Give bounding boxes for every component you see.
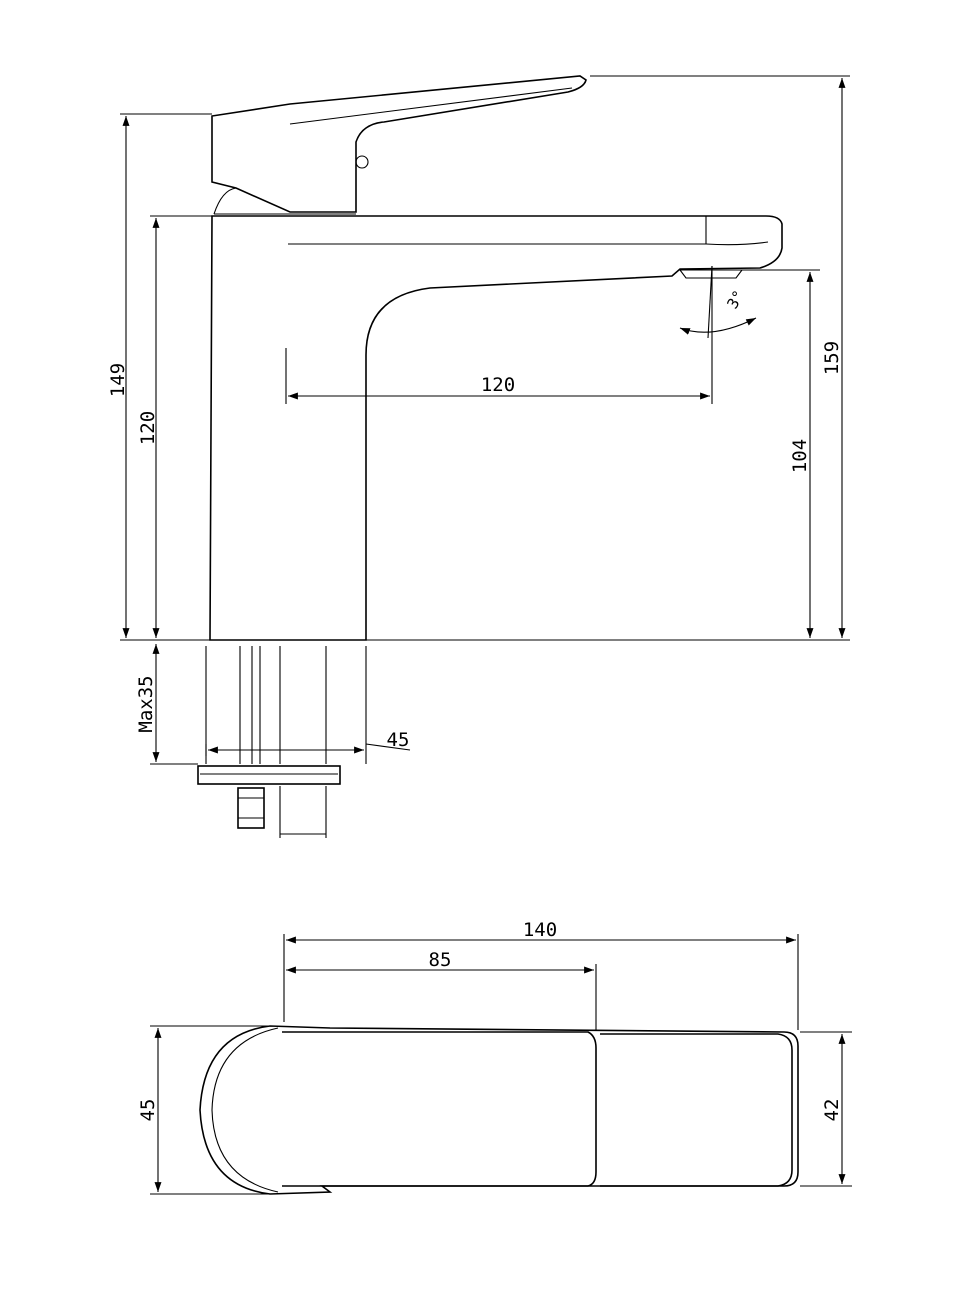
- lever-screw-icon: [355, 155, 369, 169]
- dim-159-text: 159: [821, 341, 843, 375]
- top-spout: [600, 1033, 793, 1187]
- top-inner-rim: [211, 1027, 279, 1193]
- spout-inner-line: [288, 216, 707, 245]
- dim-45-base-text: 45: [387, 729, 410, 751]
- aerator: [678, 269, 744, 279]
- dim-45-top-text: 45: [137, 1099, 159, 1122]
- dim-140-text: 140: [523, 919, 557, 941]
- dim-149-text: 149: [107, 363, 129, 397]
- top-view: 140 85 45 42: [137, 919, 852, 1195]
- faucet-body: [209, 215, 783, 641]
- top-handle: [282, 1031, 597, 1187]
- mounting-hardware: [197, 646, 367, 838]
- dim-angle-text: 3°: [723, 287, 748, 312]
- lever-handle: [211, 75, 587, 213]
- lever-inner-line: [289, 87, 573, 125]
- top-extension-lines: [150, 934, 852, 1195]
- dim-120-body-text: 120: [137, 411, 159, 445]
- dim-120-reach-text: 120: [481, 374, 515, 396]
- cartridge-dome: [213, 187, 356, 215]
- extension-lines: [120, 75, 850, 765]
- dim-85-text: 85: [429, 949, 452, 971]
- dim-max35-text: Max35: [135, 675, 157, 732]
- dim-42-text: 42: [821, 1099, 843, 1122]
- side-view: 149 120 120 104 159 3° Max35 45: [107, 75, 850, 838]
- spout-tip-line: [705, 241, 769, 246]
- top-body-outline: [199, 1025, 799, 1195]
- dim-104-text: 104: [789, 439, 811, 473]
- angle-arc: [679, 317, 757, 335]
